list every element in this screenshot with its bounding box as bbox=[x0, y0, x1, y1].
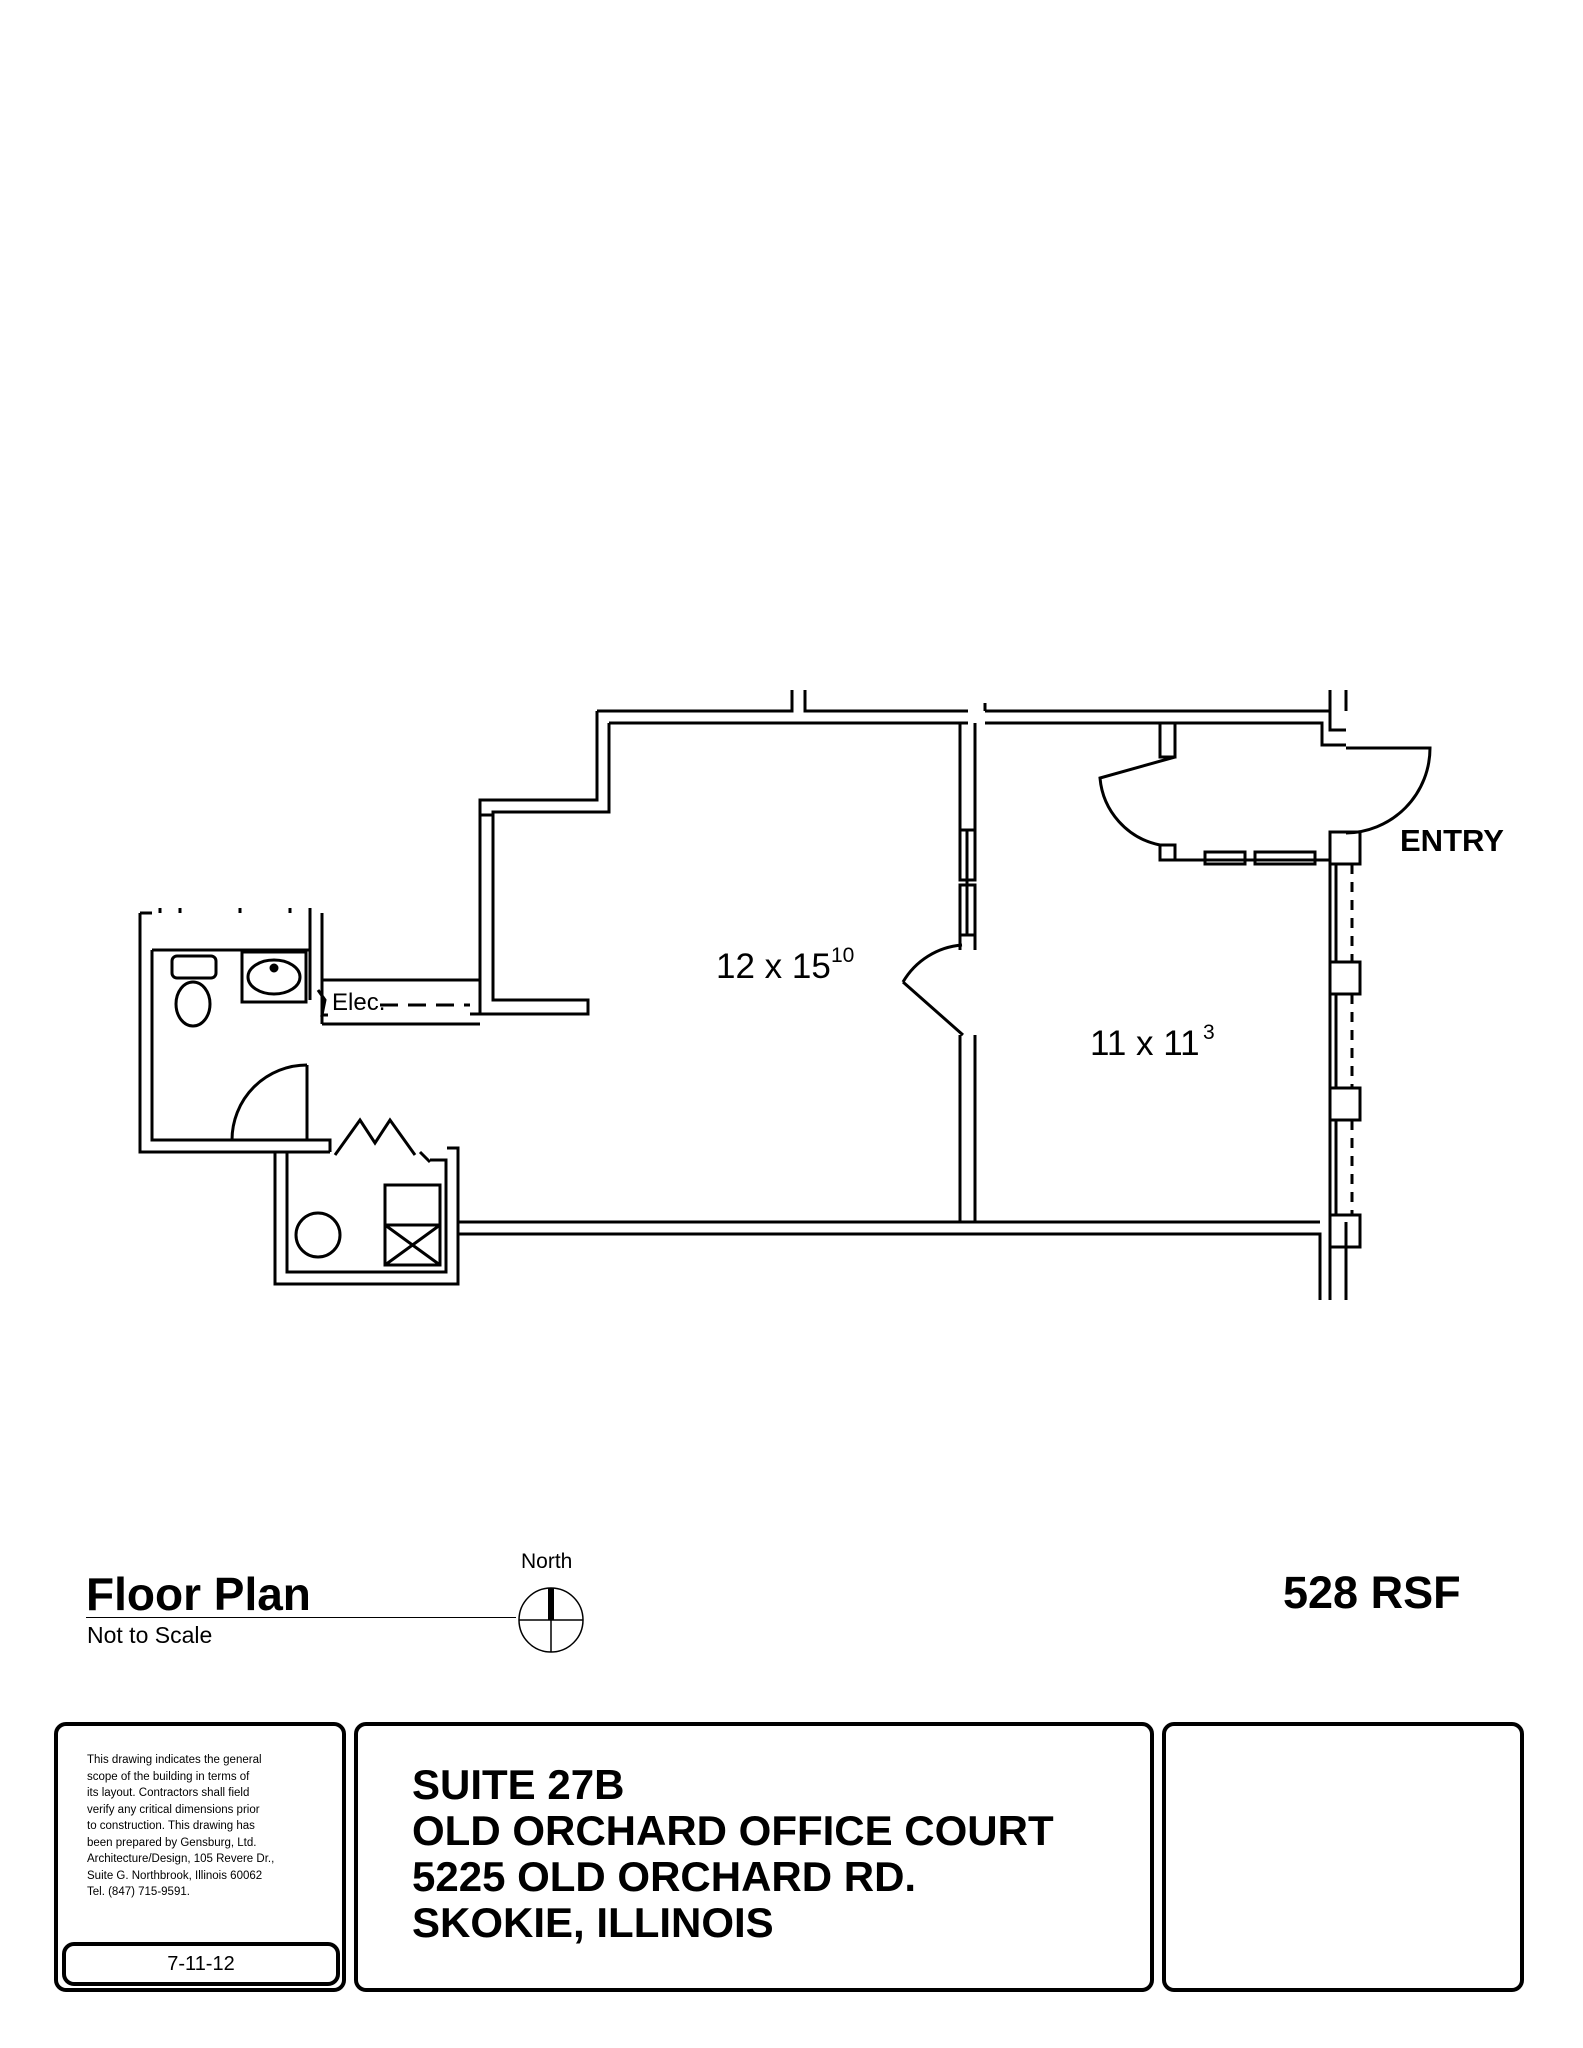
disclaimer-text: This drawing indicates the general scope… bbox=[87, 1754, 275, 1898]
elec-closet bbox=[320, 978, 480, 1026]
vestibule-door bbox=[1098, 755, 1176, 847]
floor-plan-title: Floor Plan bbox=[86, 1568, 311, 1620]
sink-counter bbox=[240, 950, 308, 1004]
disclaimer-box bbox=[54, 1722, 346, 1992]
room-a-dimension-sup: 10 bbox=[831, 944, 854, 967]
wall-top-inner bbox=[609, 721, 1346, 747]
bath-door-swing bbox=[230, 1063, 308, 1141]
bifold-door bbox=[333, 1117, 417, 1156]
wall-partition bbox=[958, 723, 977, 1222]
title-underline bbox=[86, 1617, 516, 1618]
street-line: 5225 OLD ORCHARD RD. bbox=[412, 1853, 917, 1900]
north-arrow-icon bbox=[518, 1587, 584, 1653]
suite-line: SUITE 27B bbox=[412, 1761, 625, 1808]
building-line: OLD ORCHARD OFFICE COURT bbox=[412, 1807, 1054, 1854]
room-b-dimension: 11 x 11 bbox=[1090, 1024, 1200, 1063]
address-box bbox=[354, 1722, 1154, 1992]
bathroom-walls bbox=[138, 911, 324, 1154]
elec-label: Elec. bbox=[332, 989, 385, 1016]
toilet-tank bbox=[170, 954, 218, 980]
water-heater bbox=[294, 1211, 342, 1259]
address-block: SUITE 27B OLD ORCHARD OFFICE COURT 5225 … bbox=[412, 1762, 1054, 1946]
room-b-dimension-sup: 3 bbox=[1203, 1021, 1215, 1044]
room-a-dimension: 12 x 15 bbox=[716, 947, 831, 986]
blank-stamp-box bbox=[1162, 1722, 1524, 1992]
laundry-walls bbox=[273, 1146, 460, 1286]
toilet-bowl bbox=[174, 980, 212, 1028]
vestibule bbox=[1158, 723, 1330, 862]
drawing-date: 7-11-12 bbox=[62, 1942, 340, 1986]
wall-bottom bbox=[458, 1220, 1322, 1300]
sink-basin bbox=[246, 958, 302, 996]
entry-label: ENTRY bbox=[1400, 823, 1504, 858]
entry-door bbox=[1345, 746, 1432, 835]
wall-left-step bbox=[470, 711, 611, 1016]
scale-note: Not to Scale bbox=[87, 1622, 213, 1648]
partition-door-swing bbox=[901, 943, 963, 983]
floor-plan-drawing: 12 x 15 10 11 x 11 3 Elec. bbox=[138, 690, 1432, 1300]
rentable-area: 528 RSF bbox=[1283, 1567, 1461, 1618]
city-line: SKOKIE, ILLINOIS bbox=[412, 1899, 774, 1946]
north-label: North bbox=[521, 1550, 573, 1573]
